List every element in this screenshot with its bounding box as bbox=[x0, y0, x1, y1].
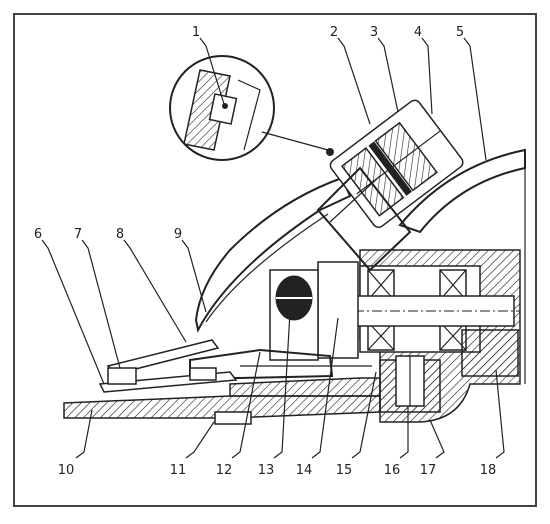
callout-12: 12 bbox=[216, 463, 233, 478]
protective-hood bbox=[398, 148, 526, 234]
callout-16: 16 bbox=[384, 463, 401, 478]
callout-2: 2 bbox=[330, 25, 338, 40]
callout-3: 3 bbox=[370, 25, 378, 40]
detail-leader bbox=[261, 131, 329, 151]
rear-block bbox=[461, 329, 519, 377]
callout-7: 7 bbox=[74, 227, 82, 242]
callout-10: 10 bbox=[58, 463, 75, 478]
callout-17: 17 bbox=[420, 463, 437, 478]
callout-9: 9 bbox=[174, 227, 182, 242]
deflector-guard bbox=[194, 176, 352, 333]
callout-15: 15 bbox=[336, 463, 353, 478]
motor-head bbox=[329, 99, 464, 228]
callout-5: 5 bbox=[456, 25, 464, 40]
spring-pin bbox=[189, 367, 217, 381]
skid bbox=[214, 411, 252, 425]
clamp-block bbox=[107, 367, 137, 385]
detail-view bbox=[169, 55, 275, 161]
callout-4: 4 bbox=[414, 25, 422, 40]
detail-view-content bbox=[183, 69, 261, 151]
leader-lines bbox=[41, 37, 505, 459]
drawing-frame bbox=[13, 13, 537, 507]
shaft-collar bbox=[317, 261, 359, 359]
callout-1: 1 bbox=[192, 25, 200, 40]
motor-mount bbox=[316, 166, 412, 272]
callout-8: 8 bbox=[116, 227, 124, 242]
callout-18: 18 bbox=[480, 463, 497, 478]
callout-14: 14 bbox=[296, 463, 313, 478]
callout-13: 13 bbox=[258, 463, 275, 478]
callout-11: 11 bbox=[170, 463, 187, 478]
callout-6: 6 bbox=[34, 227, 42, 242]
